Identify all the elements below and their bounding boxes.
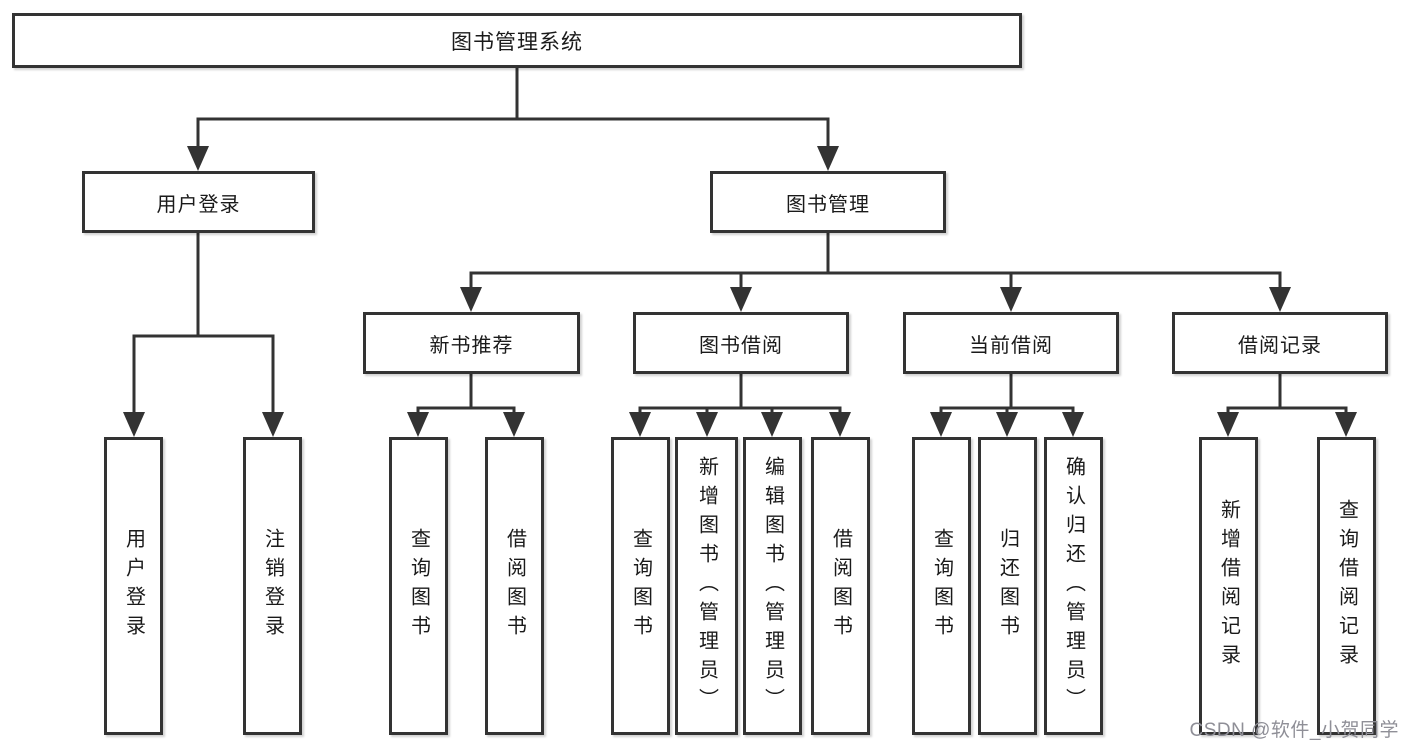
arrowhead-icon: [407, 412, 429, 437]
node-leaf-query-books-current: 查询图书: [912, 437, 971, 735]
node-leaf-add-book-admin: 新增图书（管理员）: [675, 437, 738, 735]
node-new-book-recommend: 新书推荐: [363, 312, 580, 374]
arrowhead-icon: [460, 287, 482, 312]
node-book-borrowing: 图书借阅: [633, 312, 849, 374]
node-leaf-borrow-books: 借阅图书: [811, 437, 870, 735]
node-leaf-query-books-borrow: 查询图书: [611, 437, 670, 735]
arrowhead-icon: [629, 412, 651, 437]
arrowhead-icon: [730, 287, 752, 312]
arrowhead-icon: [996, 412, 1018, 437]
node-root-library-system: 图书管理系统: [12, 13, 1022, 68]
connector-path: [132, 68, 1348, 414]
node-user-login: 用户登录: [82, 171, 315, 233]
node-leaf-edit-book-admin: 编辑图书（管理员）: [743, 437, 802, 735]
arrowhead-icon: [187, 146, 209, 171]
csdn-watermark: CSDN @软件_小贺同学: [1189, 720, 1399, 741]
node-leaf-return-book: 归还图书: [978, 437, 1037, 735]
node-leaf-query-borrow-record: 查询借阅记录: [1317, 437, 1376, 735]
node-leaf-confirm-return-admin: 确认归还（管理员）: [1044, 437, 1103, 735]
node-leaf-borrow-books-recommend: 借阅图书: [485, 437, 544, 735]
node-current-borrowing: 当前借阅: [903, 312, 1119, 374]
arrowhead-icon: [262, 412, 284, 437]
arrowhead-icon: [930, 412, 952, 437]
arrowhead-icon: [1062, 412, 1084, 437]
node-leaf-user-login: 用户登录: [104, 437, 163, 735]
arrowhead-icon: [761, 412, 783, 437]
arrowhead-icon: [817, 146, 839, 171]
node-leaf-add-borrow-record: 新增借阅记录: [1199, 437, 1258, 735]
arrowhead-icon: [123, 412, 145, 437]
node-leaf-logout: 注销登录: [243, 437, 302, 735]
arrowhead-icon: [696, 412, 718, 437]
arrowhead-icon: [1000, 287, 1022, 312]
arrowhead-icon: [1269, 287, 1291, 312]
arrowhead-icon: [1335, 412, 1357, 437]
node-leaf-query-books-recommend: 查询图书: [389, 437, 448, 735]
arrowhead-icon: [829, 412, 851, 437]
arrowhead-icon: [503, 412, 525, 437]
node-borrowing-records: 借阅记录: [1172, 312, 1388, 374]
arrowheads: [123, 146, 1357, 437]
arrowhead-icon: [1217, 412, 1239, 437]
node-book-management: 图书管理: [710, 171, 946, 233]
